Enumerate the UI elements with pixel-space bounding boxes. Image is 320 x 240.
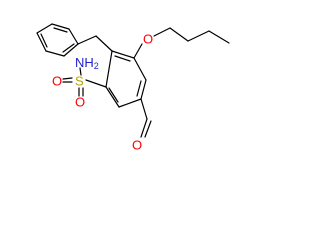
phenyl-ring — [36, 23, 79, 57]
aldehyde-group — [140, 98, 152, 138]
bond — [208, 30, 230, 44]
bond — [133, 43, 143, 59]
bond-double-inner — [136, 80, 142, 97]
sulfur-atom-label: S — [75, 74, 84, 89]
bond — [68, 28, 79, 45]
bond — [79, 67, 82, 76]
bond — [140, 79, 147, 100]
nh-text: NH — [75, 55, 94, 70]
bond — [105, 86, 120, 108]
bond — [169, 27, 189, 42]
bond-double-inner — [40, 33, 48, 48]
bond — [140, 98, 148, 120]
bond — [118, 98, 142, 108]
bond — [63, 43, 79, 57]
bond-double-inner — [114, 55, 131, 62]
ether-oxygen-label: O — [143, 32, 153, 47]
bond-double-inner — [62, 43, 75, 53]
bond — [36, 32, 47, 52]
bond-double-inner — [108, 87, 119, 103]
bond — [62, 77, 73, 80]
nh2-subscript: 2 — [94, 61, 99, 71]
sulfonyl-oxygen-left-label: O — [52, 74, 62, 89]
bond — [45, 50, 65, 57]
bond — [77, 35, 97, 45]
bond — [153, 27, 171, 37]
central-benzene-ring — [105, 50, 147, 108]
bond-double-inner — [53, 27, 68, 33]
bond — [133, 57, 147, 81]
butoxy-group — [133, 27, 230, 59]
bond — [51, 23, 70, 30]
amino-nitrogen-label: NH2 — [75, 55, 99, 72]
sulfonamide-group — [62, 67, 107, 97]
bond — [85, 79, 107, 88]
bond-double-inner — [144, 120, 152, 138]
bond — [140, 118, 148, 138]
benzyl-linker — [77, 35, 113, 52]
sulfonyl-oxygen-bottom-label: O — [75, 95, 85, 110]
bond — [111, 50, 135, 59]
aldehyde-oxygen-label: O — [132, 138, 142, 153]
bond — [187, 30, 210, 42]
bond — [36, 23, 53, 34]
bond — [105, 50, 113, 88]
molecule-structure-diagram: NH2 S O O O O — [36, 23, 230, 153]
bond — [95, 35, 113, 52]
